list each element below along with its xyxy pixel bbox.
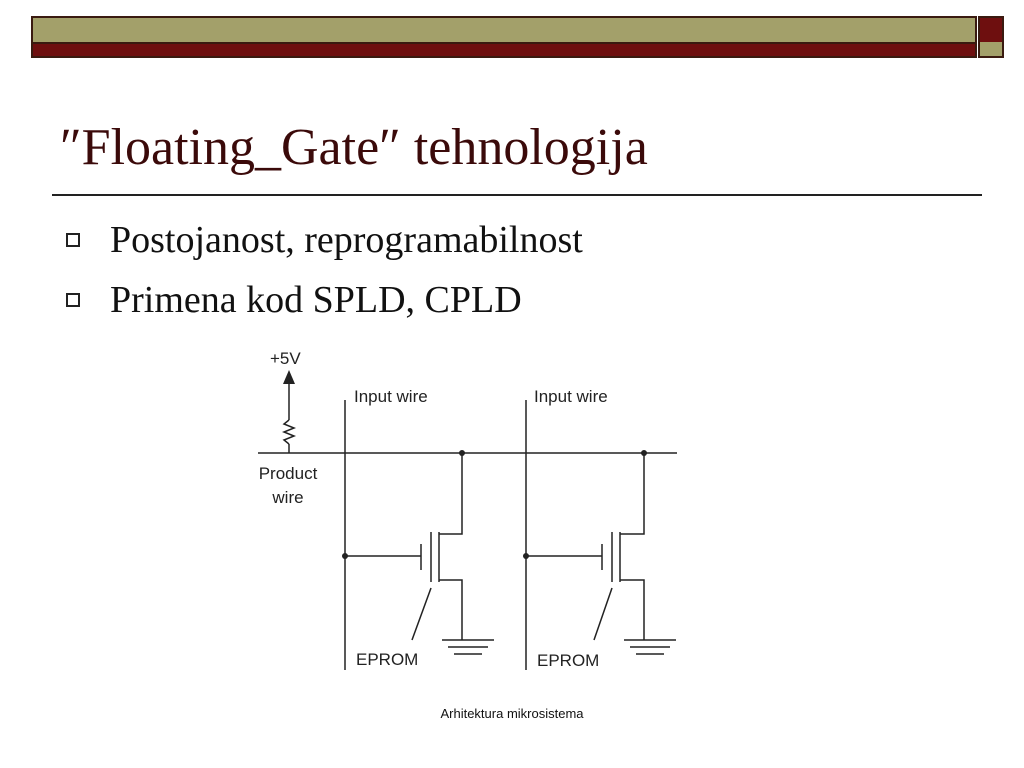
header-corner-box [978, 16, 1004, 58]
cell2-input-label: Input wire [534, 387, 608, 406]
product-wire-label-line2: wire [271, 488, 303, 507]
pullup-resistor [281, 419, 297, 445]
cell2-eprom-switch [593, 587, 613, 641]
bullet-list: Postojanost, reprogramabilnost Primena k… [66, 210, 583, 330]
bullet-text: Postojanost, reprogramabilnost [110, 219, 583, 261]
hollow-square-bullet-icon [66, 233, 80, 247]
cell1-gate-junction [342, 553, 348, 559]
slide-footer: Arhitektura mikrosistema [440, 706, 584, 721]
supply-arrow-icon [283, 370, 295, 384]
cell1-eprom-label: EPROM [356, 650, 418, 669]
hollow-square-bullet-icon [66, 293, 80, 307]
header-bar-olive-stripe [33, 18, 975, 44]
title-divider [52, 194, 982, 196]
cell1-drain [439, 453, 463, 535]
floating-gate-circuit-diagram: +5V Product wire Input wire EPROM Input … [258, 349, 677, 670]
header-bar [31, 16, 977, 58]
cell2-gate-junction [523, 553, 529, 559]
cell2-eprom-label: EPROM [537, 651, 599, 670]
header-corner-red [980, 18, 1002, 44]
product-wire-label-line1: Product [259, 464, 318, 483]
cell2-source [620, 579, 645, 640]
cell1-source [439, 579, 463, 640]
cell1-eprom-switch [411, 587, 432, 641]
cell2-drain-junction [641, 450, 647, 456]
supply-label: +5V [270, 349, 301, 368]
header-corner-olive [980, 42, 1002, 56]
cell1-input-label: Input wire [354, 387, 428, 406]
cell1-drain-junction [459, 450, 465, 456]
bullet-item: Postojanost, reprogramabilnost [66, 210, 583, 270]
cell2-drain [620, 453, 645, 535]
slide-title: ″Floating_Gate″ tehnologija [60, 119, 648, 176]
bullet-text: Primena kod SPLD, CPLD [110, 279, 522, 321]
bullet-item: Primena kod SPLD, CPLD [66, 270, 583, 330]
